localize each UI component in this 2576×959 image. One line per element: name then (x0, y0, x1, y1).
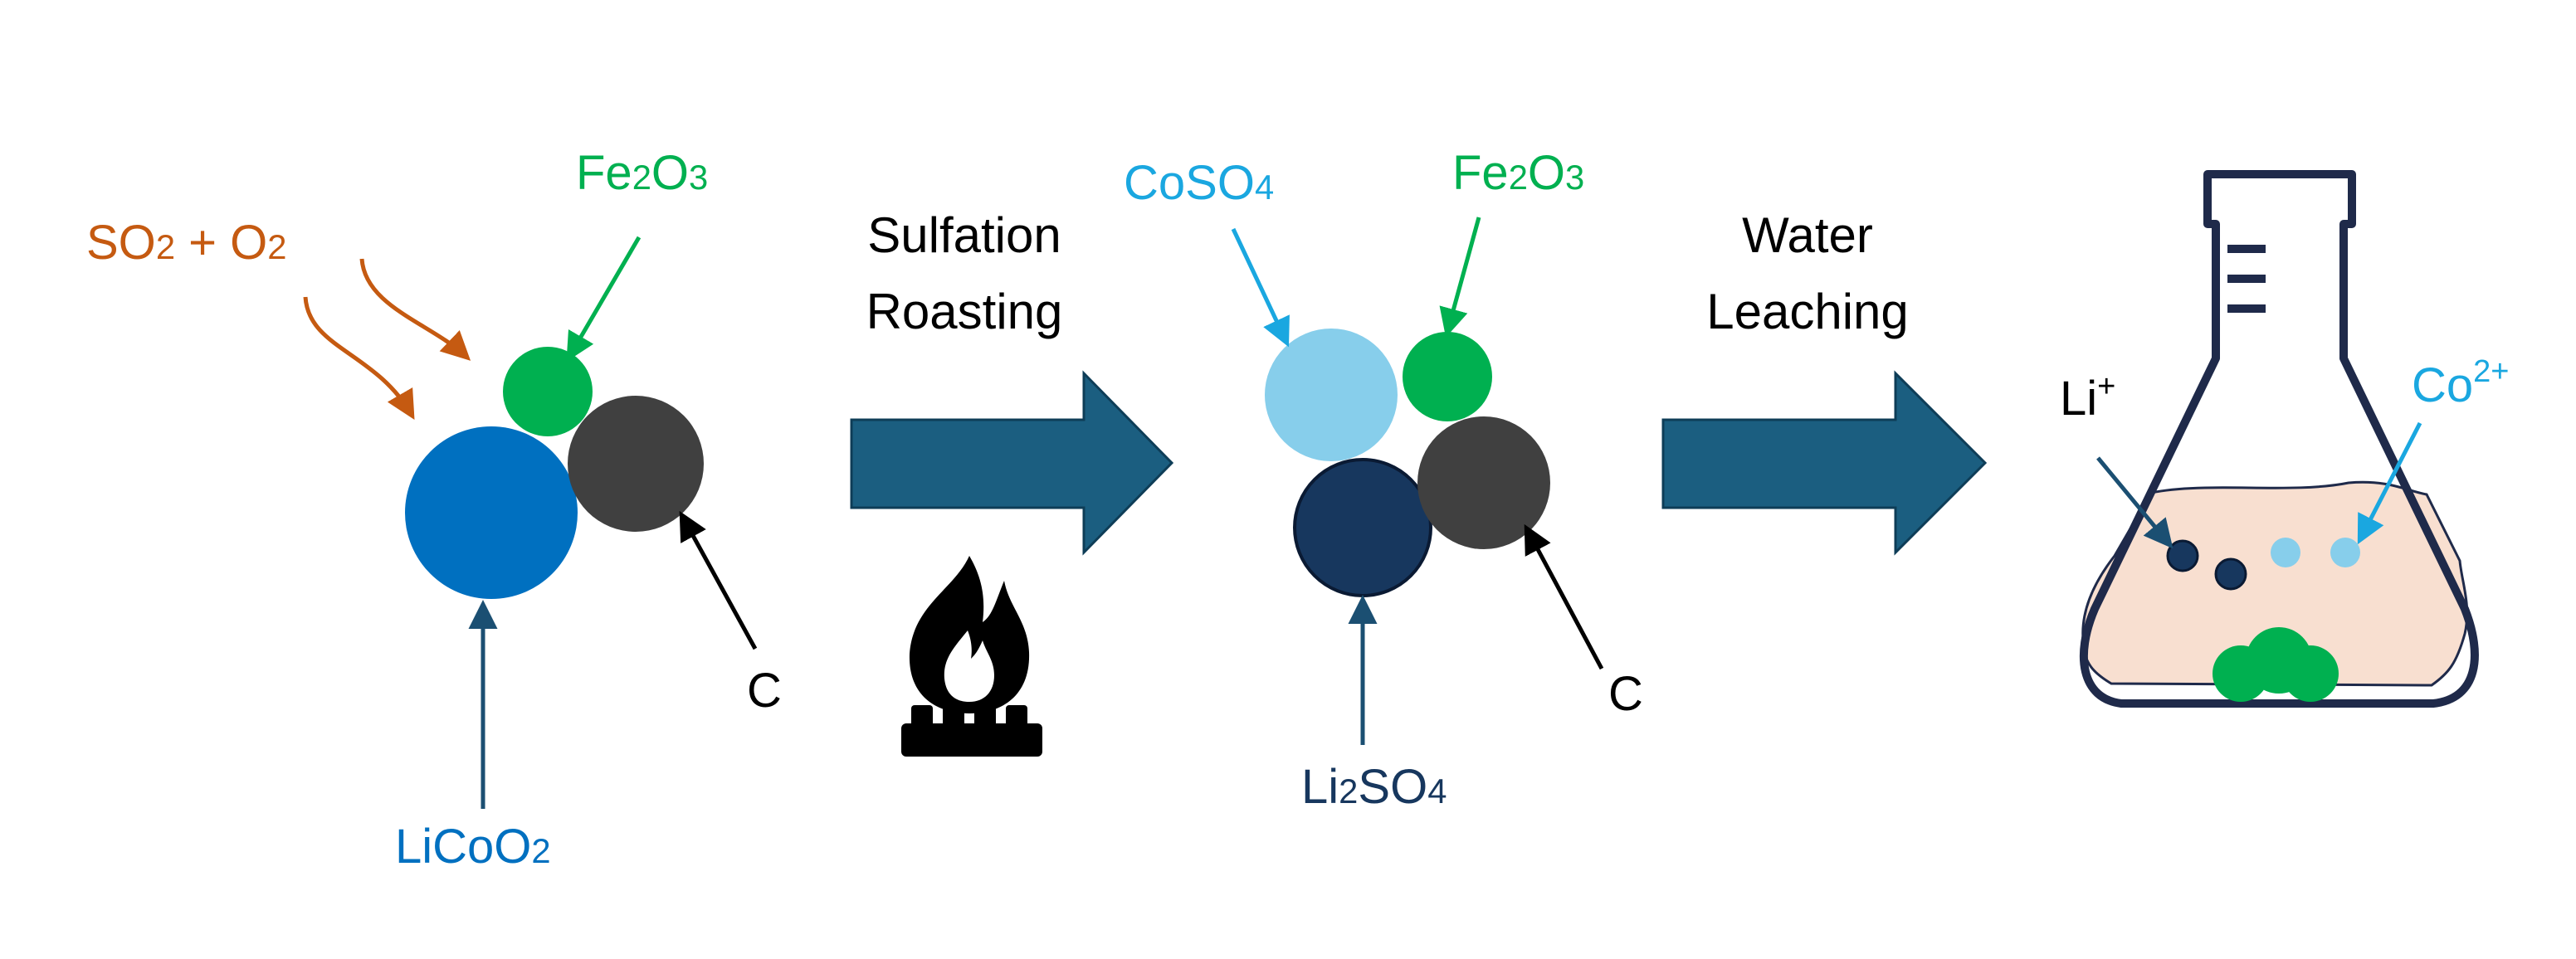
carbon-pointer-arrow-stage2 (1524, 523, 1604, 670)
so2-curved-arrow-2 (303, 296, 415, 421)
fe2o3-label-stage1: Fe2O3 (576, 146, 708, 200)
co-ion-pointer-arrow (2357, 421, 2422, 545)
fe2o3-particle (503, 347, 593, 436)
stage1-particles (405, 347, 704, 599)
stage2-particles (1265, 329, 1550, 597)
li-ion-pointer-arrow (2096, 456, 2174, 549)
erlenmeyer-flask-icon (2079, 170, 2479, 708)
coso4-particle (1265, 329, 1398, 461)
fe2o3-particle-stage2 (1403, 332, 1492, 421)
step1-process-arrow (850, 370, 1174, 556)
carbon-particle (568, 396, 704, 532)
step1-label-line2: Roasting (866, 284, 1063, 339)
li-ion (2214, 557, 2247, 591)
carbon-pointer-arrow (679, 510, 758, 650)
li2so4-label: Li2SO4 (1301, 760, 1447, 814)
step1-label-line1: Sulfation (867, 207, 1061, 263)
step2-label-line1: Water (1742, 207, 1873, 263)
fe2o3-label-stage2: Fe2O3 (1452, 146, 1584, 200)
fe2o3-precipitate (2213, 627, 2339, 702)
co-ion-label: Co2+ (2412, 354, 2509, 412)
flame-icon (909, 556, 1030, 713)
carbon-particle-stage2 (1417, 416, 1550, 549)
li-ion-label: Li+ (2060, 369, 2115, 426)
carbon-label-stage2: C (1608, 667, 1643, 721)
carbon-label-stage1: C (747, 664, 782, 718)
licoo2-label: LiCoO2 (395, 820, 551, 874)
li-ion (2166, 539, 2199, 572)
fe2o3-pointer-arrow-stage2 (1439, 217, 1481, 338)
so2-o2-label: SO2 + O2 (86, 216, 287, 270)
so2-curved-arrow-1 (359, 258, 471, 361)
fe2o3-pointer-arrow (566, 236, 642, 363)
li2so4-particle (1293, 458, 1432, 597)
co-ion (2271, 538, 2300, 567)
coso4-label: CoSO4 (1124, 156, 1274, 210)
coso4-pointer-arrow (1231, 227, 1290, 348)
co-ion (2330, 538, 2360, 567)
step2-label-line2: Leaching (1706, 284, 1909, 339)
licoo2-particle (405, 426, 578, 599)
step2-process-arrow (1661, 370, 1988, 556)
